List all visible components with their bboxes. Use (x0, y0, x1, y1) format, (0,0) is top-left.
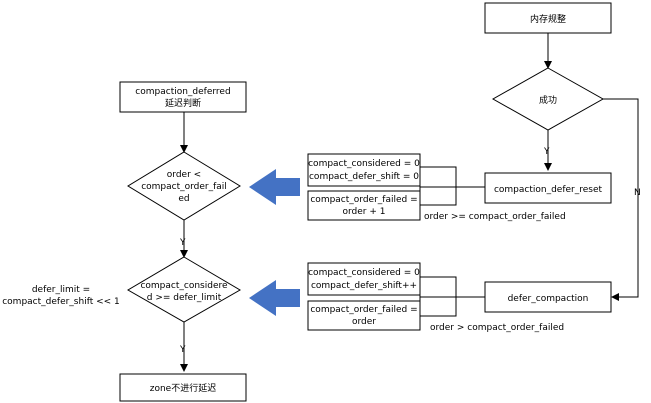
reset-failed-label-2: order + 1 (343, 207, 386, 217)
yes-success-label: Y (543, 147, 550, 157)
defer-reset-label: compaction_defer_reset (494, 185, 603, 195)
node-compaction-deferred (119, 81, 247, 113)
order-check-label-3: ed (178, 194, 189, 204)
order-check-label-2: compact_order_fail (141, 182, 227, 192)
node-reset-failed-box (307, 190, 421, 221)
yes-order-label: Y (179, 238, 186, 248)
order-check-label-1: order < (167, 170, 201, 180)
deferred-label-2: 延迟判断 (165, 97, 201, 109)
reset-failed-label-1: compact_order_failed = (310, 195, 417, 205)
shapes (119, 2, 612, 402)
node-mem-compact (484, 2, 612, 34)
defer-limit-label-2: compact_defer_shift << 1 (2, 297, 120, 307)
no-success-label: N (634, 188, 641, 198)
connectors (180, 33, 639, 372)
defer-limit-label-1: defer_limit = (32, 285, 90, 295)
bracket-reset-top (420, 166, 457, 187)
node-defer-failed-box (307, 300, 421, 331)
node-considered-check (127, 256, 241, 323)
deferred-label-1: compaction_deferred (135, 87, 230, 97)
success-label: 成功 (539, 94, 557, 106)
reset-condition-label: order >= compact_order_failed (424, 212, 566, 222)
reset-shift-label: compact_defer_shift = 0 (309, 172, 419, 182)
edge-labels: Y N Y Y order >= compact_order_failed or… (2, 147, 641, 355)
node-defer-compaction (484, 281, 612, 313)
defer-compaction-label: defer_compaction (508, 294, 589, 304)
node-defer-shift-box (307, 262, 421, 296)
reset-considered-label: compact_considered = 0 (308, 159, 420, 169)
defer-considered-label: compact_considered = 0 (308, 268, 420, 278)
block-arrow-top (249, 169, 300, 205)
block-arrows (249, 169, 300, 316)
edge-success-defercompaction (603, 98, 639, 301)
defer-shift-label: compact_defer_shift++ (311, 281, 417, 291)
node-text: 内存规整 成功 compaction_defer_reset compact_c… (135, 13, 602, 394)
considered-check-label-1: compact_considere (140, 281, 228, 291)
defer-failed-label-2: order (352, 317, 376, 327)
yes-considered-label: Y (179, 345, 186, 355)
bracket-defer-bottom (420, 297, 457, 317)
node-reset-shift-box (307, 153, 421, 187)
considered-check-label-2: d >= defer_limit (147, 293, 222, 303)
node-success (491, 67, 605, 131)
node-defer-reset (484, 172, 612, 204)
defer-failed-label-1: compact_order_failed = (310, 305, 417, 315)
block-arrow-bottom (249, 280, 300, 316)
defer-condition-label: order > compact_order_failed (430, 323, 564, 333)
bracket-defer-top (420, 276, 457, 297)
no-defer-label: zone不进行延迟 (150, 382, 216, 394)
node-no-defer (119, 373, 247, 402)
bracket-reset-bottom (420, 187, 457, 206)
mem-compact-label: 内存规整 (530, 13, 566, 25)
node-order-check (127, 151, 241, 221)
